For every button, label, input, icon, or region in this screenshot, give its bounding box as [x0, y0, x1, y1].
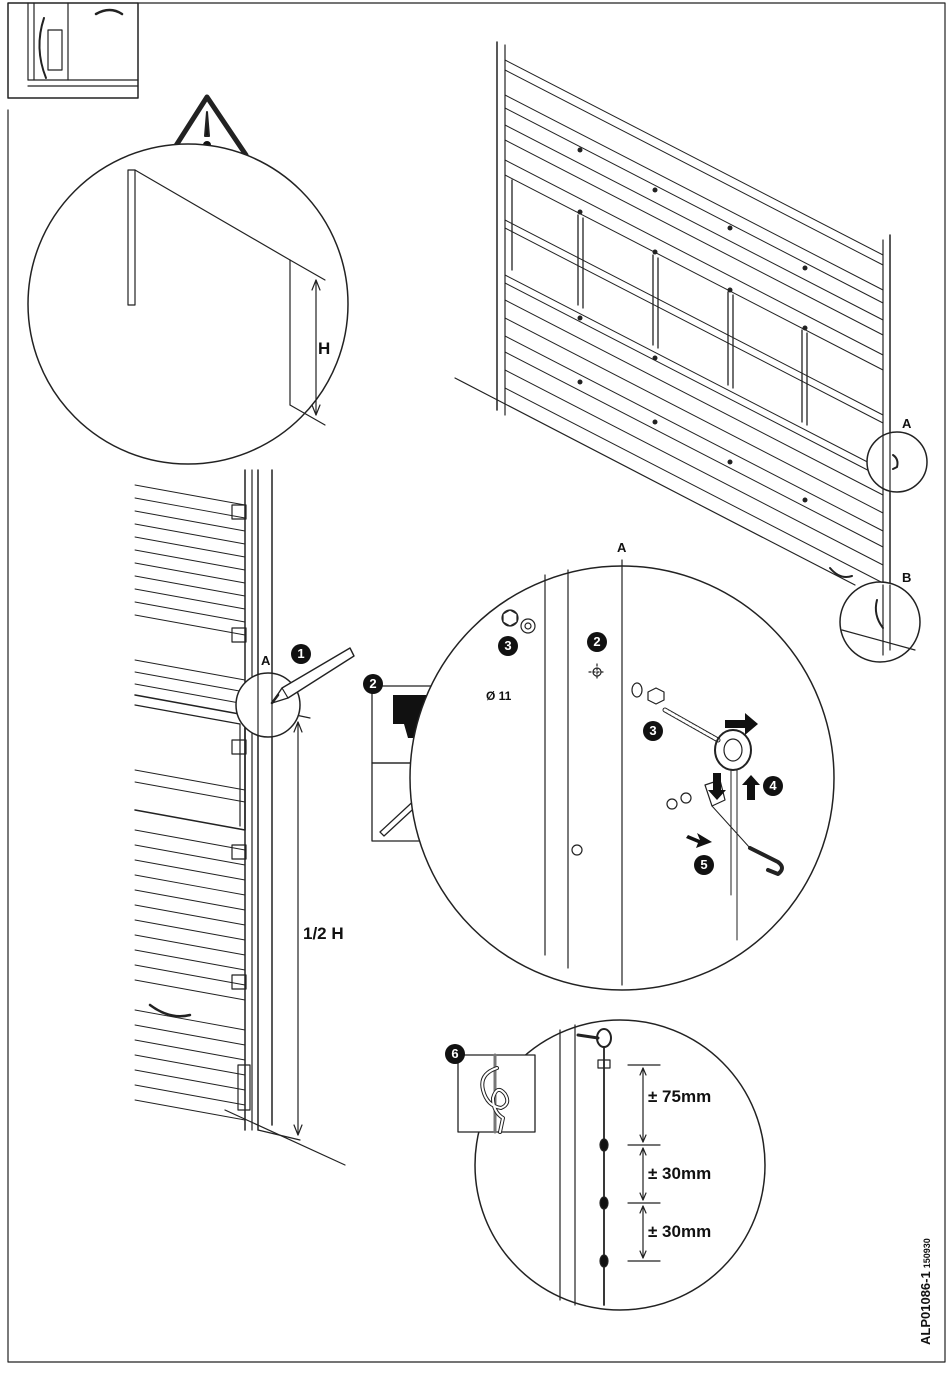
- step-5-badge: 5: [694, 855, 714, 875]
- half-height-label: 1/2 H: [303, 925, 344, 942]
- step-4-badge: 4: [763, 776, 783, 796]
- document-revision: 150930: [922, 1238, 932, 1268]
- half-height-dimension: [272, 710, 310, 1135]
- side-detail-a-label: A: [261, 654, 270, 667]
- first-knot-dimension: ± 75mm: [648, 1088, 711, 1105]
- perspective-detail-b-label: B: [902, 571, 911, 584]
- third-knot-dimension: ± 30mm: [648, 1223, 711, 1240]
- step-2-badge-tools: 2: [363, 674, 383, 694]
- height-label: H: [318, 340, 330, 357]
- knot-icon: [458, 1055, 535, 1132]
- thumbnail-overview: [8, 3, 138, 98]
- step-6-badge: 6: [445, 1044, 465, 1064]
- document-code: ALP01086-1 150930: [918, 1238, 933, 1345]
- bracket-detail-circle: [410, 560, 834, 990]
- step-3-badge-nut: 3: [498, 636, 518, 656]
- drill-size-label: Ø 11: [486, 690, 511, 702]
- second-knot-dimension: ± 30mm: [648, 1165, 711, 1182]
- document-code-main: ALP01086-1: [918, 1271, 933, 1345]
- garage-door-perspective: [455, 42, 890, 650]
- door-side-view: [135, 470, 345, 1165]
- step-2-badge-drill-point: 2: [587, 632, 607, 652]
- step-1-badge: 1: [291, 644, 311, 664]
- step-3-badge-bolt: 3: [643, 721, 663, 741]
- height-detail-circle: [28, 144, 348, 464]
- bracket-detail-a-label: A: [617, 541, 626, 554]
- perspective-detail-a-label: A: [902, 417, 911, 430]
- pencil-icon: [272, 648, 354, 703]
